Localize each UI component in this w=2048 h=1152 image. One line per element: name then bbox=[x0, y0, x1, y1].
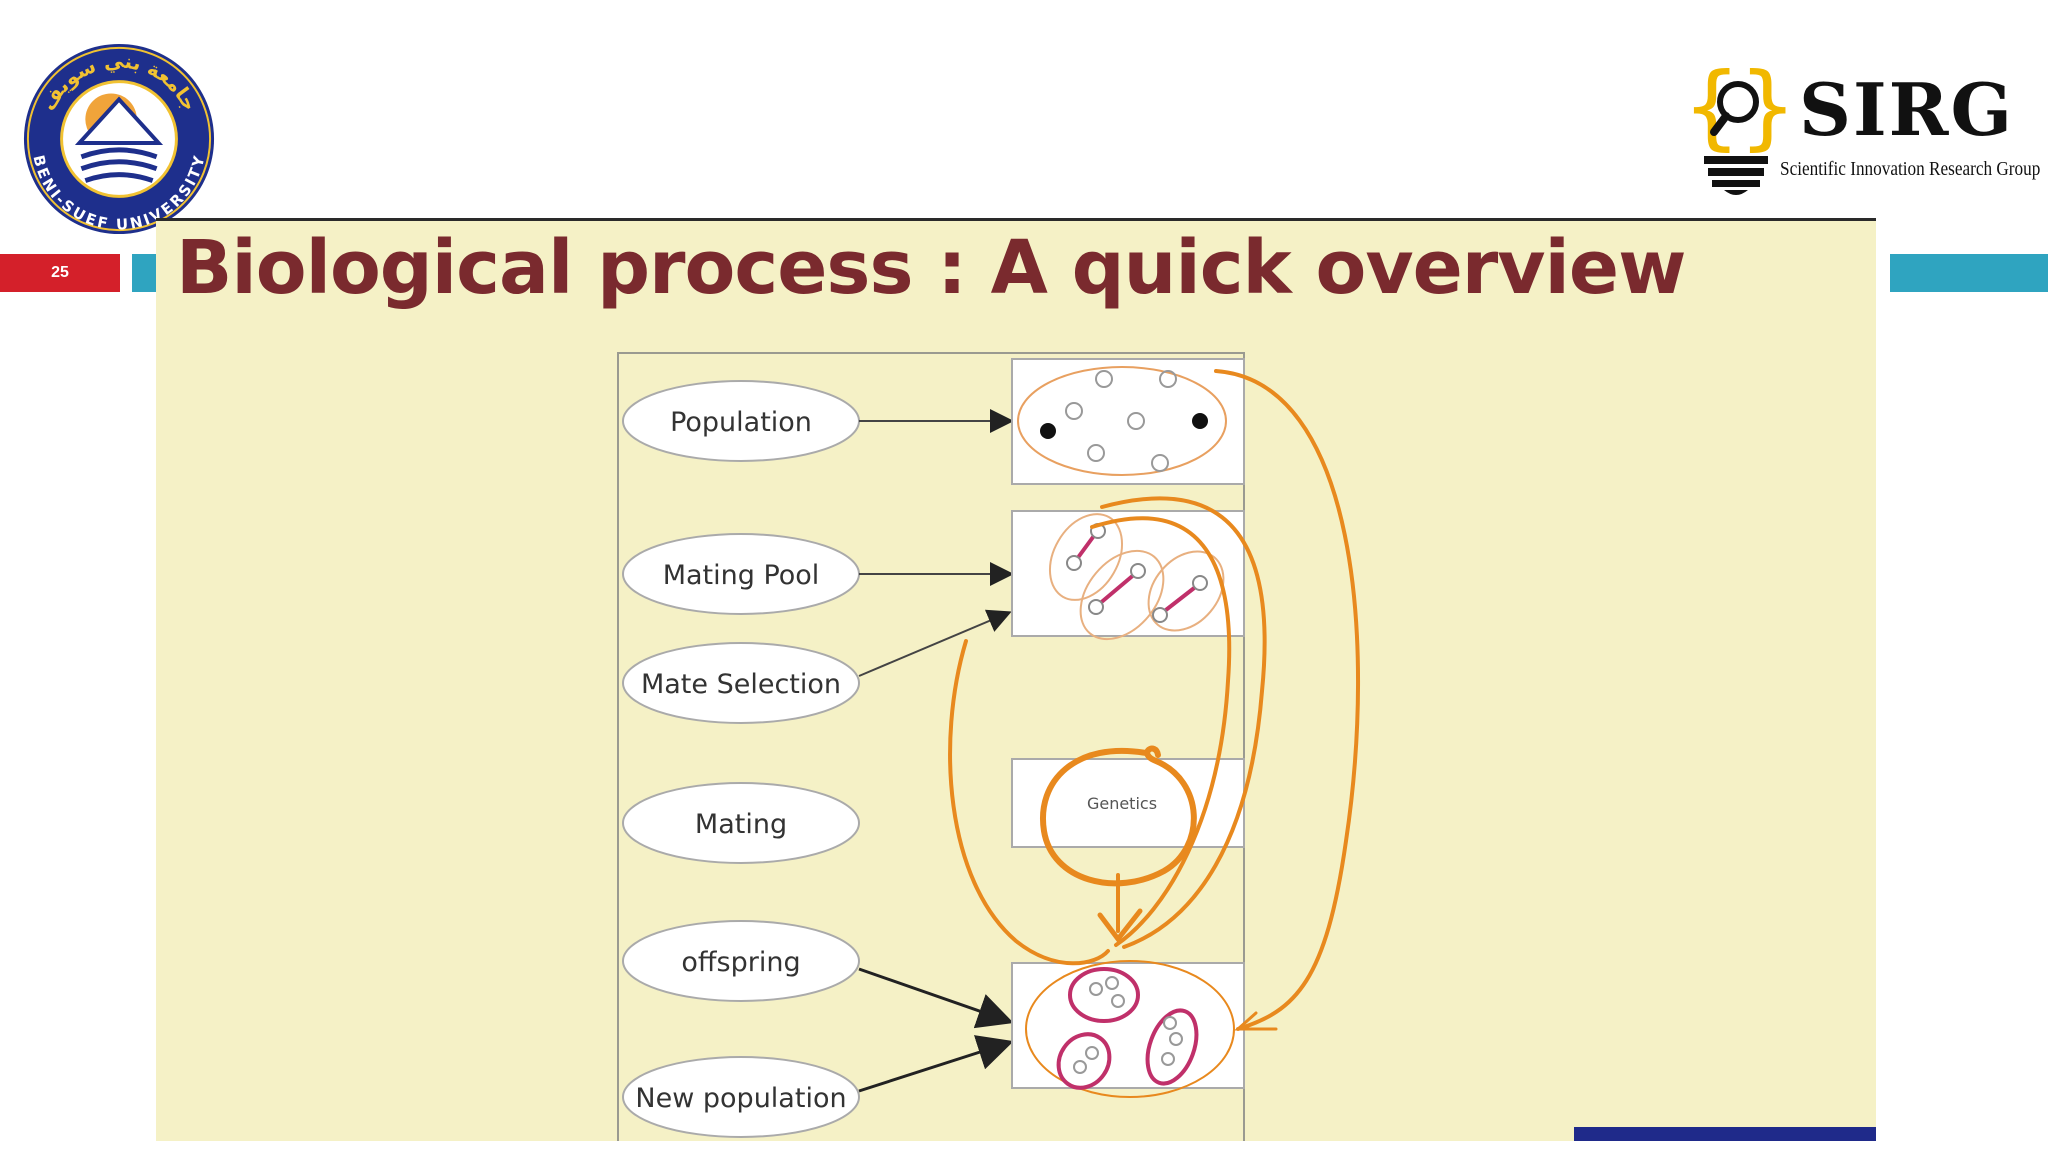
header-bar-left bbox=[132, 254, 158, 292]
lightbulb-magnifier-icon: { } bbox=[1684, 60, 1794, 195]
arrow-mate-selection bbox=[858, 609, 1012, 677]
orange-annotations bbox=[948, 369, 1360, 1031]
sirg-wordmark: SIRG bbox=[1799, 67, 2014, 152]
stage-label: Mate Selection bbox=[641, 669, 841, 700]
arrow-offspring bbox=[858, 967, 1014, 1029]
university-seal-logo: جامعة بني سويف BENI-SUEF UNIVERSITY bbox=[20, 40, 218, 238]
arrow-new-population bbox=[858, 1035, 1014, 1093]
stage-label: offspring bbox=[681, 947, 800, 978]
population-box bbox=[1011, 358, 1245, 485]
sirg-logo: { } SIRG Scientific Innovation Research … bbox=[1684, 60, 2040, 200]
slide-number: 25 bbox=[0, 254, 120, 292]
sirg-tagline: Scientific Innovation Research Group bbox=[1780, 158, 2041, 180]
svg-text:}: } bbox=[1740, 60, 1794, 160]
new-population-box bbox=[1011, 960, 1245, 1098]
stage-mating-pool: Mating Pool bbox=[622, 533, 860, 615]
stage-label: New population bbox=[635, 1083, 846, 1114]
genetics-label: Genetics bbox=[1087, 794, 1157, 813]
stage-offspring: offspring bbox=[622, 920, 860, 1002]
slide-footer-strip bbox=[1574, 1127, 1876, 1141]
stage-population: Population bbox=[622, 380, 860, 462]
header-bar-right bbox=[1890, 254, 2048, 292]
slide-title: Biological process : A quick overview bbox=[176, 225, 1686, 311]
stage-mating: Mating bbox=[622, 782, 860, 864]
diagram-frame bbox=[617, 352, 1245, 1141]
mating-pool-box bbox=[1011, 510, 1245, 641]
stage-label: Mating Pool bbox=[663, 560, 820, 591]
svg-text:{: { bbox=[1684, 60, 1739, 160]
biological-process-diagram: Population Mating Pool Mate Selection Ma… bbox=[617, 352, 1360, 1141]
stage-new-population: New population bbox=[622, 1056, 860, 1138]
stage-label: Mating bbox=[695, 809, 787, 840]
embedded-slide: Biological process : A quick overview Po… bbox=[156, 218, 1876, 1141]
stage-mate-selection: Mate Selection bbox=[622, 642, 860, 724]
stage-label: Population bbox=[670, 407, 812, 438]
